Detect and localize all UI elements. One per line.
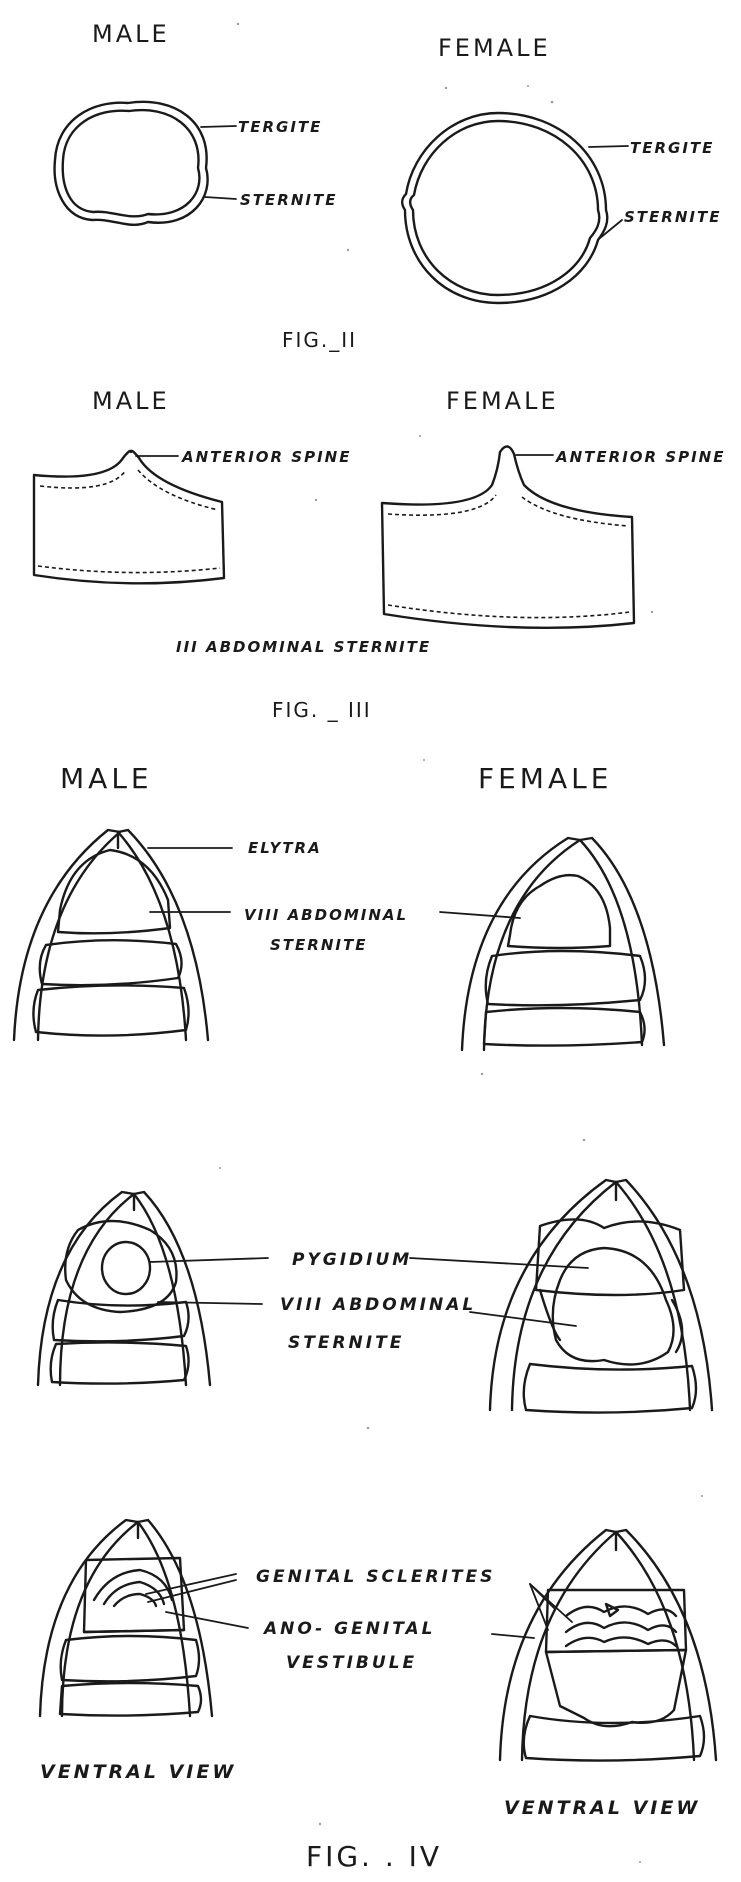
fig3-male-spine-label: ANTERIOR SPINE: [181, 448, 351, 466]
fig4-row2-sternite-label-line1: VIII ABDOMINAL: [280, 1295, 476, 1315]
fig2-female-tergite-label: TERGITE: [630, 139, 714, 157]
fig4-row1-male-abdomen: [14, 830, 208, 1040]
fig4-caption: FIG. . IV: [306, 1840, 442, 1873]
fig2-male-section: [55, 102, 208, 225]
fig4-elytra-label: ELYTRA: [248, 839, 322, 857]
fig3-male-heading: MALE: [92, 387, 170, 415]
fig2-male-tergite-label: TERGITE: [238, 118, 322, 136]
fig4-row2-female-abdomen: [490, 1180, 712, 1413]
fig4-pygidium-female-leader: [410, 1258, 588, 1268]
fig2-female-sternite-label: STERNITE: [624, 208, 721, 226]
fig4-row1-female-sternite-leader: [440, 912, 520, 918]
fig3-caption: FIG. _ III: [272, 698, 372, 722]
fig4-row3-female-abdomen: [500, 1530, 716, 1761]
fig4-genital-sclerites-label: GENITAL SCLERITES: [256, 1567, 495, 1587]
fig4-row1-female-abdomen: [462, 838, 664, 1050]
fig4-female-heading: FEMALE: [478, 762, 612, 795]
fig4-row2-male-abdomen: [38, 1192, 210, 1385]
fig3-female-spine-label: ANTERIOR SPINE: [555, 448, 725, 466]
fig4-ano-genital-label-line2: VESTIBULE: [286, 1653, 417, 1673]
fig4-pygidium-male-leader: [150, 1258, 268, 1262]
fig2-female-section: [402, 113, 607, 303]
fig4-row1-sternite-label-line2: STERNITE: [270, 936, 367, 954]
fig3-panel: MALE FEMALE ANTERIOR SPINE ANTERIOR SPIN…: [34, 387, 725, 722]
fig4-ventral-view-male: VENTRAL VIEW: [40, 1761, 236, 1783]
fig2-female-tergite-leader: [589, 146, 628, 147]
fig4-row2-sternite-label-line2: STERNITE: [288, 1333, 404, 1353]
fig2-male-sternite-label: STERNITE: [240, 191, 337, 209]
fig2-female-heading: FEMALE: [438, 34, 551, 62]
fig4-ano-genital-label-line1: ANO- GENITAL: [262, 1619, 436, 1639]
fig3-female-heading: FEMALE: [446, 387, 559, 415]
fig4-ano-genital-female-leader: [492, 1634, 534, 1638]
fig2-male-tergite-leader: [201, 126, 236, 127]
fig4-male-heading: MALE: [60, 762, 153, 795]
fig3-male-sternite: [34, 451, 224, 583]
fig2-female-sternite-leader: [600, 220, 622, 238]
fig2-panel: MALE FEMALE TERGITE STERNITE TERGITE STE…: [55, 20, 722, 352]
fig2-male-sternite-leader: [205, 197, 236, 199]
fig4-row3-male-abdomen: [40, 1520, 212, 1716]
fig4-panel: MALE FEMALE ELYTRA VIII ABDOMINAL STERNI…: [14, 762, 716, 1873]
fig4-pygidium-label: PYGIDIUM: [292, 1250, 412, 1270]
fig4-ventral-view-female: VENTRAL VIEW: [504, 1797, 700, 1819]
fig4-row1-sternite-label-line1: VIII ABDOMINAL: [244, 906, 408, 924]
fig2-male-heading: MALE: [92, 20, 170, 48]
fig3-female-sternite: [382, 446, 634, 627]
fig2-caption: FIG._II: [282, 328, 357, 352]
fig3-subtitle: III ABDOMINAL STERNITE: [176, 638, 431, 656]
